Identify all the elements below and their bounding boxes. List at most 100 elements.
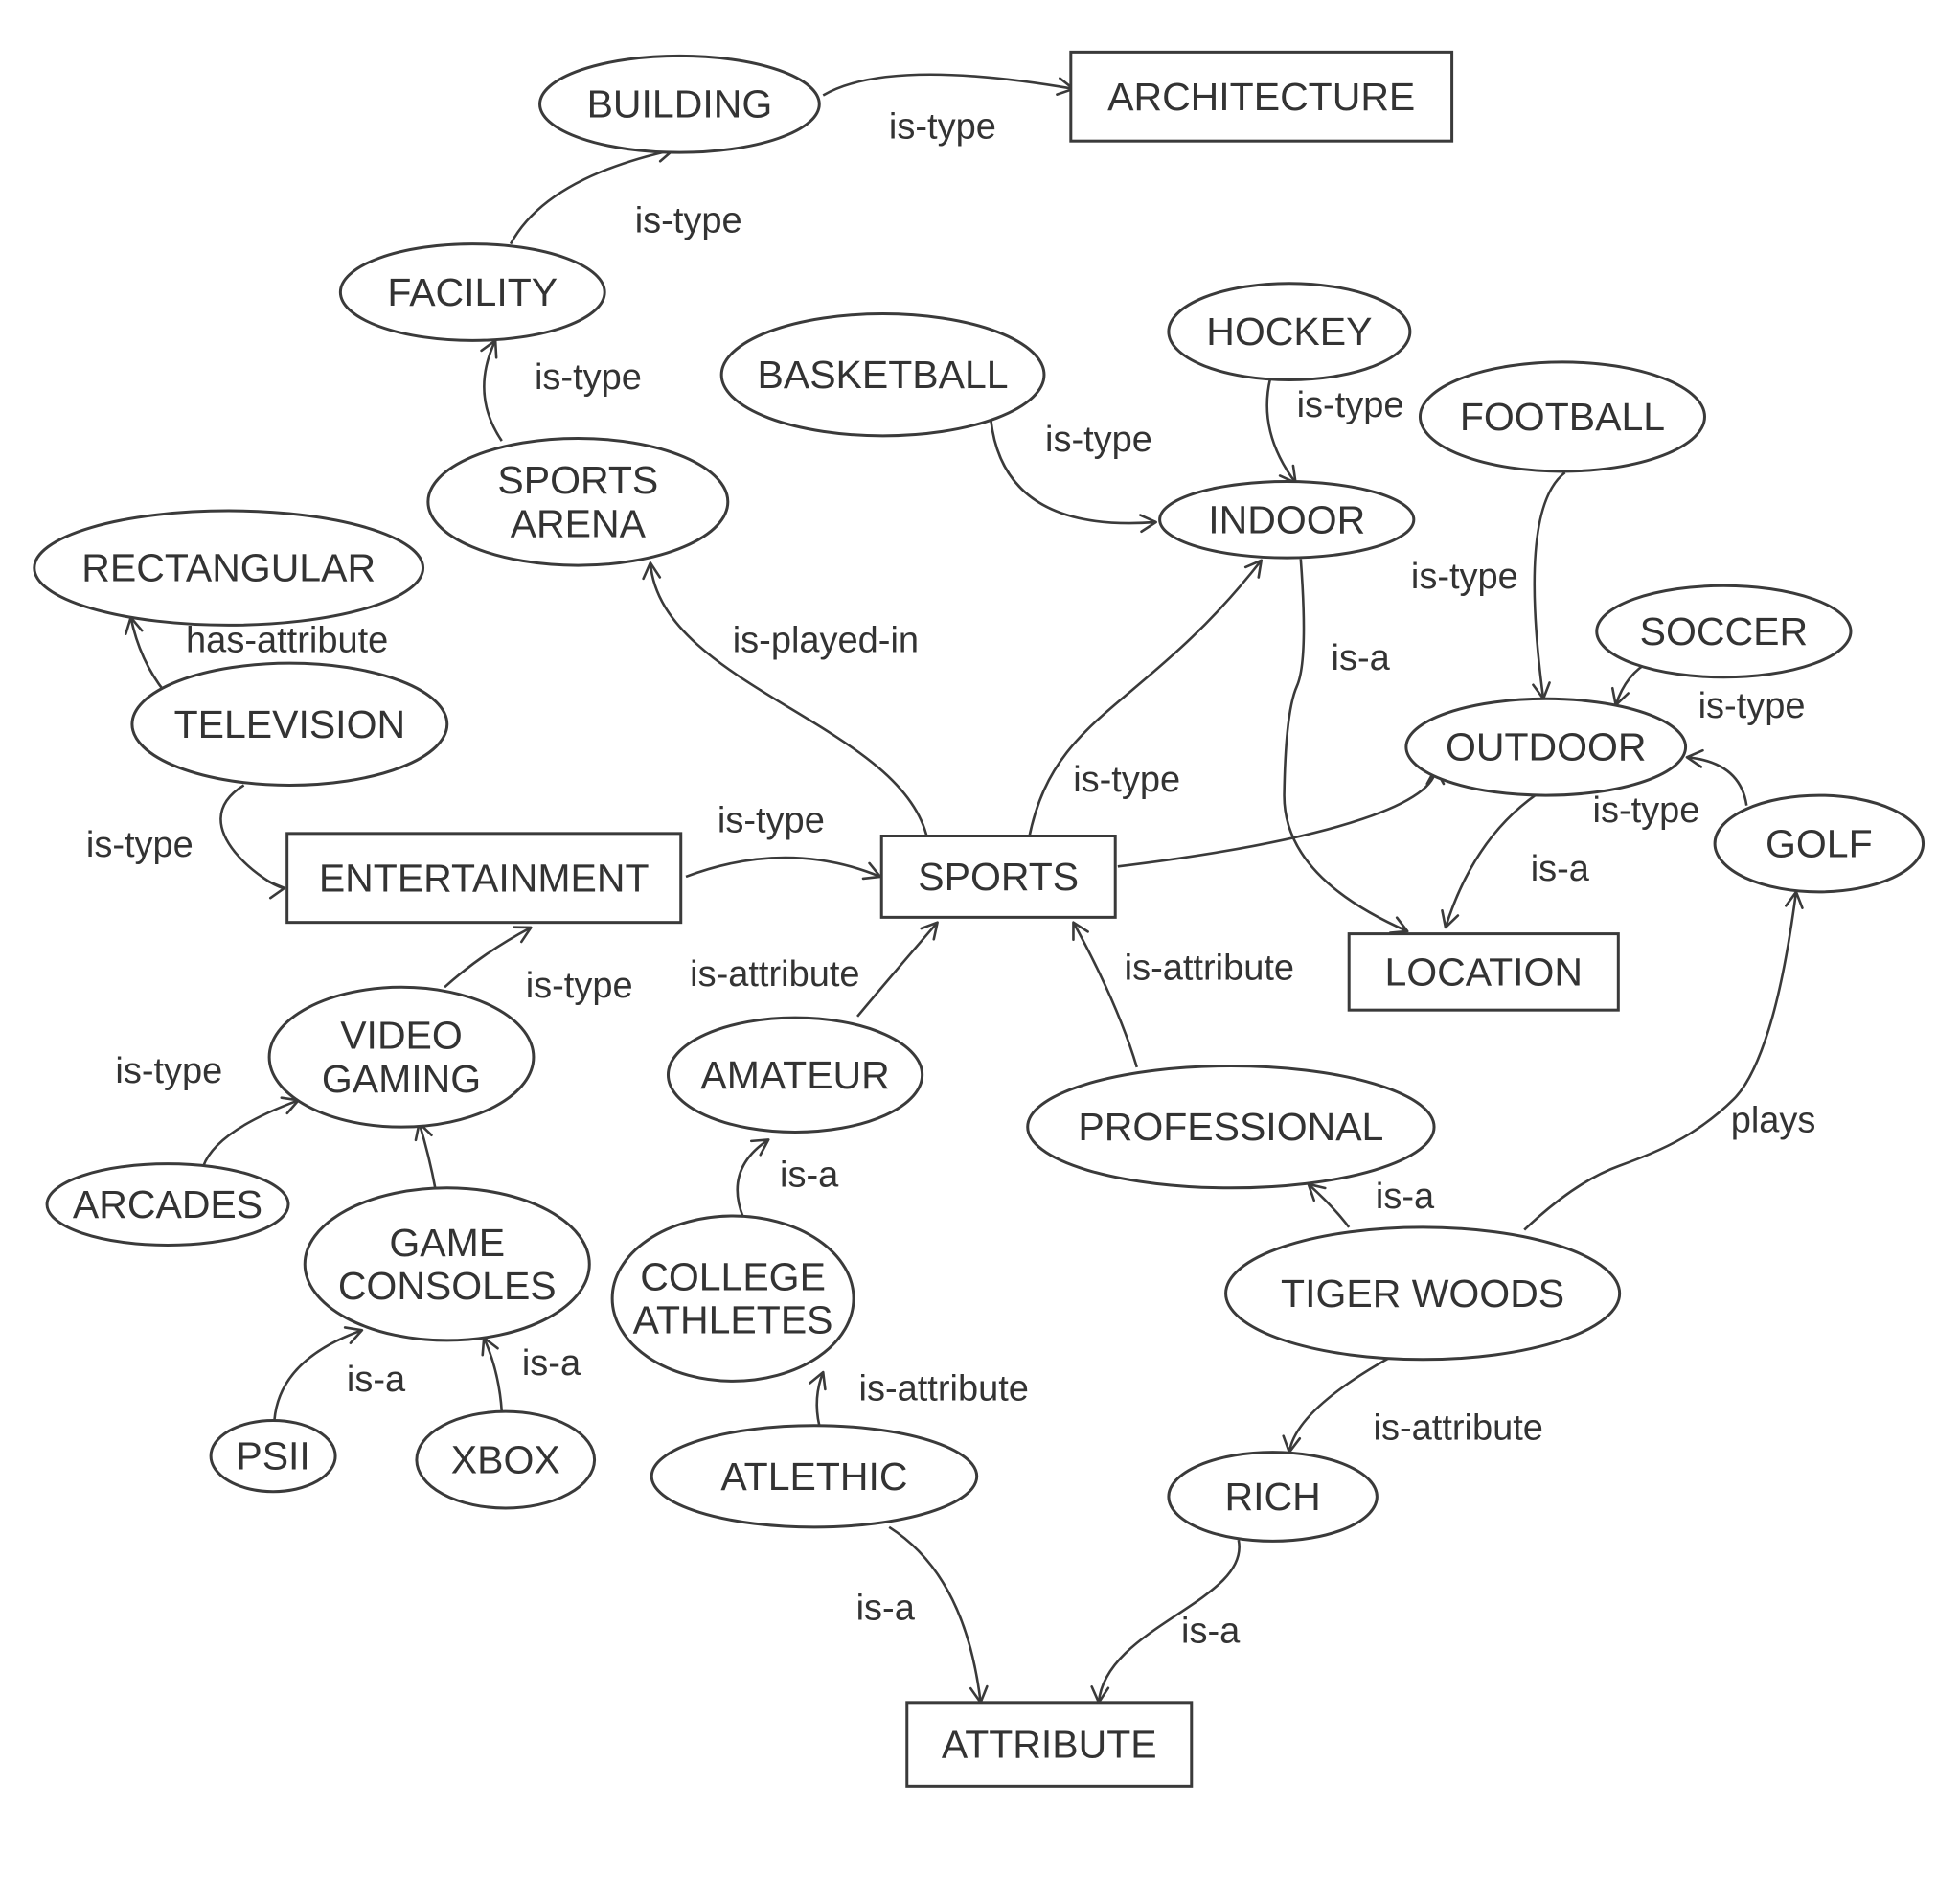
- node-label-psii: PSII: [236, 1434, 309, 1478]
- edge-line-e7: [1283, 559, 1408, 933]
- node-location: LOCATION: [1347, 932, 1620, 1012]
- node-label-facility: FACILITY: [387, 270, 558, 314]
- node-psii: PSII: [209, 1418, 337, 1494]
- node-label-arcades: ARCADES: [73, 1182, 262, 1226]
- node-label-xbox: XBOX: [451, 1438, 560, 1482]
- node-ellipse-basketball: [719, 312, 1046, 438]
- edge-label-e19: is-attribute: [1125, 948, 1294, 988]
- edge-line-e13: [685, 856, 881, 879]
- node-architecture: ARCHITECTURE: [1069, 50, 1454, 143]
- node-television: TELEVISION: [130, 661, 449, 787]
- node-label-indoor: INDOOR: [1208, 497, 1365, 541]
- edge-label-e23: is-a: [1376, 1177, 1435, 1217]
- node-ellipse-indoor: [1158, 480, 1416, 560]
- edge-line-e17: [444, 926, 532, 989]
- node-ellipse-video-gaming: [267, 985, 536, 1129]
- edge-line-e5: [1265, 378, 1297, 484]
- node-ellipse-sports-arena: [426, 436, 730, 567]
- edge-line-e1: [822, 73, 1074, 97]
- edge-label-e12: is-type: [86, 825, 194, 865]
- edge-line-e25: [273, 1329, 363, 1421]
- edge-label-e29: is-a: [856, 1589, 916, 1629]
- node-professional: PROFESSIONAL: [1026, 1065, 1436, 1190]
- edge-line-e18: [856, 921, 939, 1018]
- edge-line-e4: [989, 419, 1156, 525]
- edge-line-e3: [483, 339, 503, 442]
- node-label-rectangular: RECTANGULAR: [81, 546, 376, 590]
- edge-label-e7: is-a: [1332, 638, 1391, 678]
- edge-college-athletes-to-amateur: [736, 1138, 770, 1218]
- node-attribute: ATTRIBUTE: [905, 1701, 1194, 1788]
- node-arcades: ARCADES: [45, 1162, 290, 1247]
- node-atlethic: ATLETHIC: [650, 1424, 979, 1529]
- node-xbox: XBOX: [415, 1409, 597, 1510]
- edge-line-e9: [1027, 559, 1263, 839]
- edge-label-e20: is-type: [115, 1051, 222, 1091]
- arrow-head-icon: [1685, 748, 1704, 768]
- node-ellipse-psii: [209, 1418, 337, 1494]
- node-ellipse-rectangular: [33, 509, 425, 627]
- node-label-sports-arena-1: SPORTS: [497, 458, 658, 502]
- node-ellipse-facility: [338, 242, 606, 342]
- edge-label-e5: is-type: [1297, 385, 1404, 425]
- edge-label-e8: is-played-in: [733, 620, 919, 660]
- edge-line-e22: [736, 1138, 769, 1218]
- node-label-video-gaming-1: VIDEO: [340, 1014, 463, 1058]
- edge-label-e27: is-attribute: [859, 1368, 1029, 1408]
- edge-label-e16: is-a: [1531, 849, 1590, 889]
- edge-label-e14: is-type: [1698, 686, 1806, 726]
- edge-label-e3: is-type: [535, 357, 642, 398]
- node-basketball: BASKETBALL: [719, 312, 1046, 438]
- node-label-television: TELEVISION: [174, 702, 406, 746]
- node-ellipse-professional: [1026, 1065, 1436, 1190]
- edge-indoor-to-location: [1283, 559, 1409, 934]
- node-label-professional: PROFESSIONAL: [1078, 1105, 1383, 1149]
- edge-label-e6: is-type: [1411, 557, 1518, 597]
- edge-label-e1: is-type: [889, 107, 996, 148]
- edge-label-e18: is-attribute: [690, 954, 859, 995]
- edge-outdoor-to-location: [1441, 792, 1538, 929]
- arrow-head-icon: [642, 561, 662, 581]
- arrow-head-icon: [1138, 514, 1157, 534]
- edge-line-e20: [201, 1099, 300, 1167]
- node-label-tiger-woods: TIGER WOODS: [1281, 1271, 1564, 1316]
- edge-label-e13: is-type: [718, 801, 825, 841]
- edge-label-e26: is-a: [522, 1343, 581, 1384]
- node-label-sports-arena-2: ARENA: [511, 501, 647, 545]
- node-label-video-gaming-2: GAMING: [322, 1057, 481, 1101]
- node-rectangular: RECTANGULAR: [33, 509, 425, 627]
- node-ellipse-xbox: [415, 1409, 597, 1510]
- node-label-attribute: ATTRIBUTE: [942, 1723, 1157, 1767]
- node-label-golf: GOLF: [1766, 821, 1873, 865]
- node-sports: SPORTS: [879, 835, 1117, 919]
- edge-line-e6: [1533, 471, 1566, 699]
- edge-label-e9: is-type: [1073, 760, 1180, 800]
- node-label-college-athletes-2: ATHLETES: [633, 1298, 833, 1342]
- edge-label-e15: is-type: [1593, 790, 1700, 831]
- edge-label-e24: plays: [1731, 1101, 1816, 1141]
- edge-golf-to-outdoor: [1685, 748, 1748, 806]
- node-ellipse-outdoor: [1404, 697, 1688, 797]
- node-hockey: HOCKEY: [1167, 282, 1412, 381]
- node-label-amateur: AMATEUR: [700, 1053, 889, 1097]
- arrow-head-icon: [920, 921, 939, 941]
- edge-television-to-entertainment: [219, 784, 286, 900]
- node-ellipse-building: [538, 54, 821, 154]
- edge-label-e28: is-attribute: [1374, 1408, 1543, 1448]
- node-ellipse-hockey: [1167, 282, 1412, 381]
- node-entertainment: ENTERTAINMENT: [285, 832, 683, 925]
- node-ellipse-tiger-woods: [1224, 1225, 1622, 1362]
- edge-line-e11: [129, 617, 167, 694]
- node-box-sports: [879, 835, 1117, 919]
- node-outdoor: OUTDOOR: [1404, 697, 1688, 797]
- edge-line-e15: [1686, 755, 1748, 806]
- node-label-hockey: HOCKEY: [1206, 309, 1372, 354]
- node-soccer: SOCCER: [1595, 584, 1853, 679]
- edge-line-e19: [1072, 922, 1139, 1068]
